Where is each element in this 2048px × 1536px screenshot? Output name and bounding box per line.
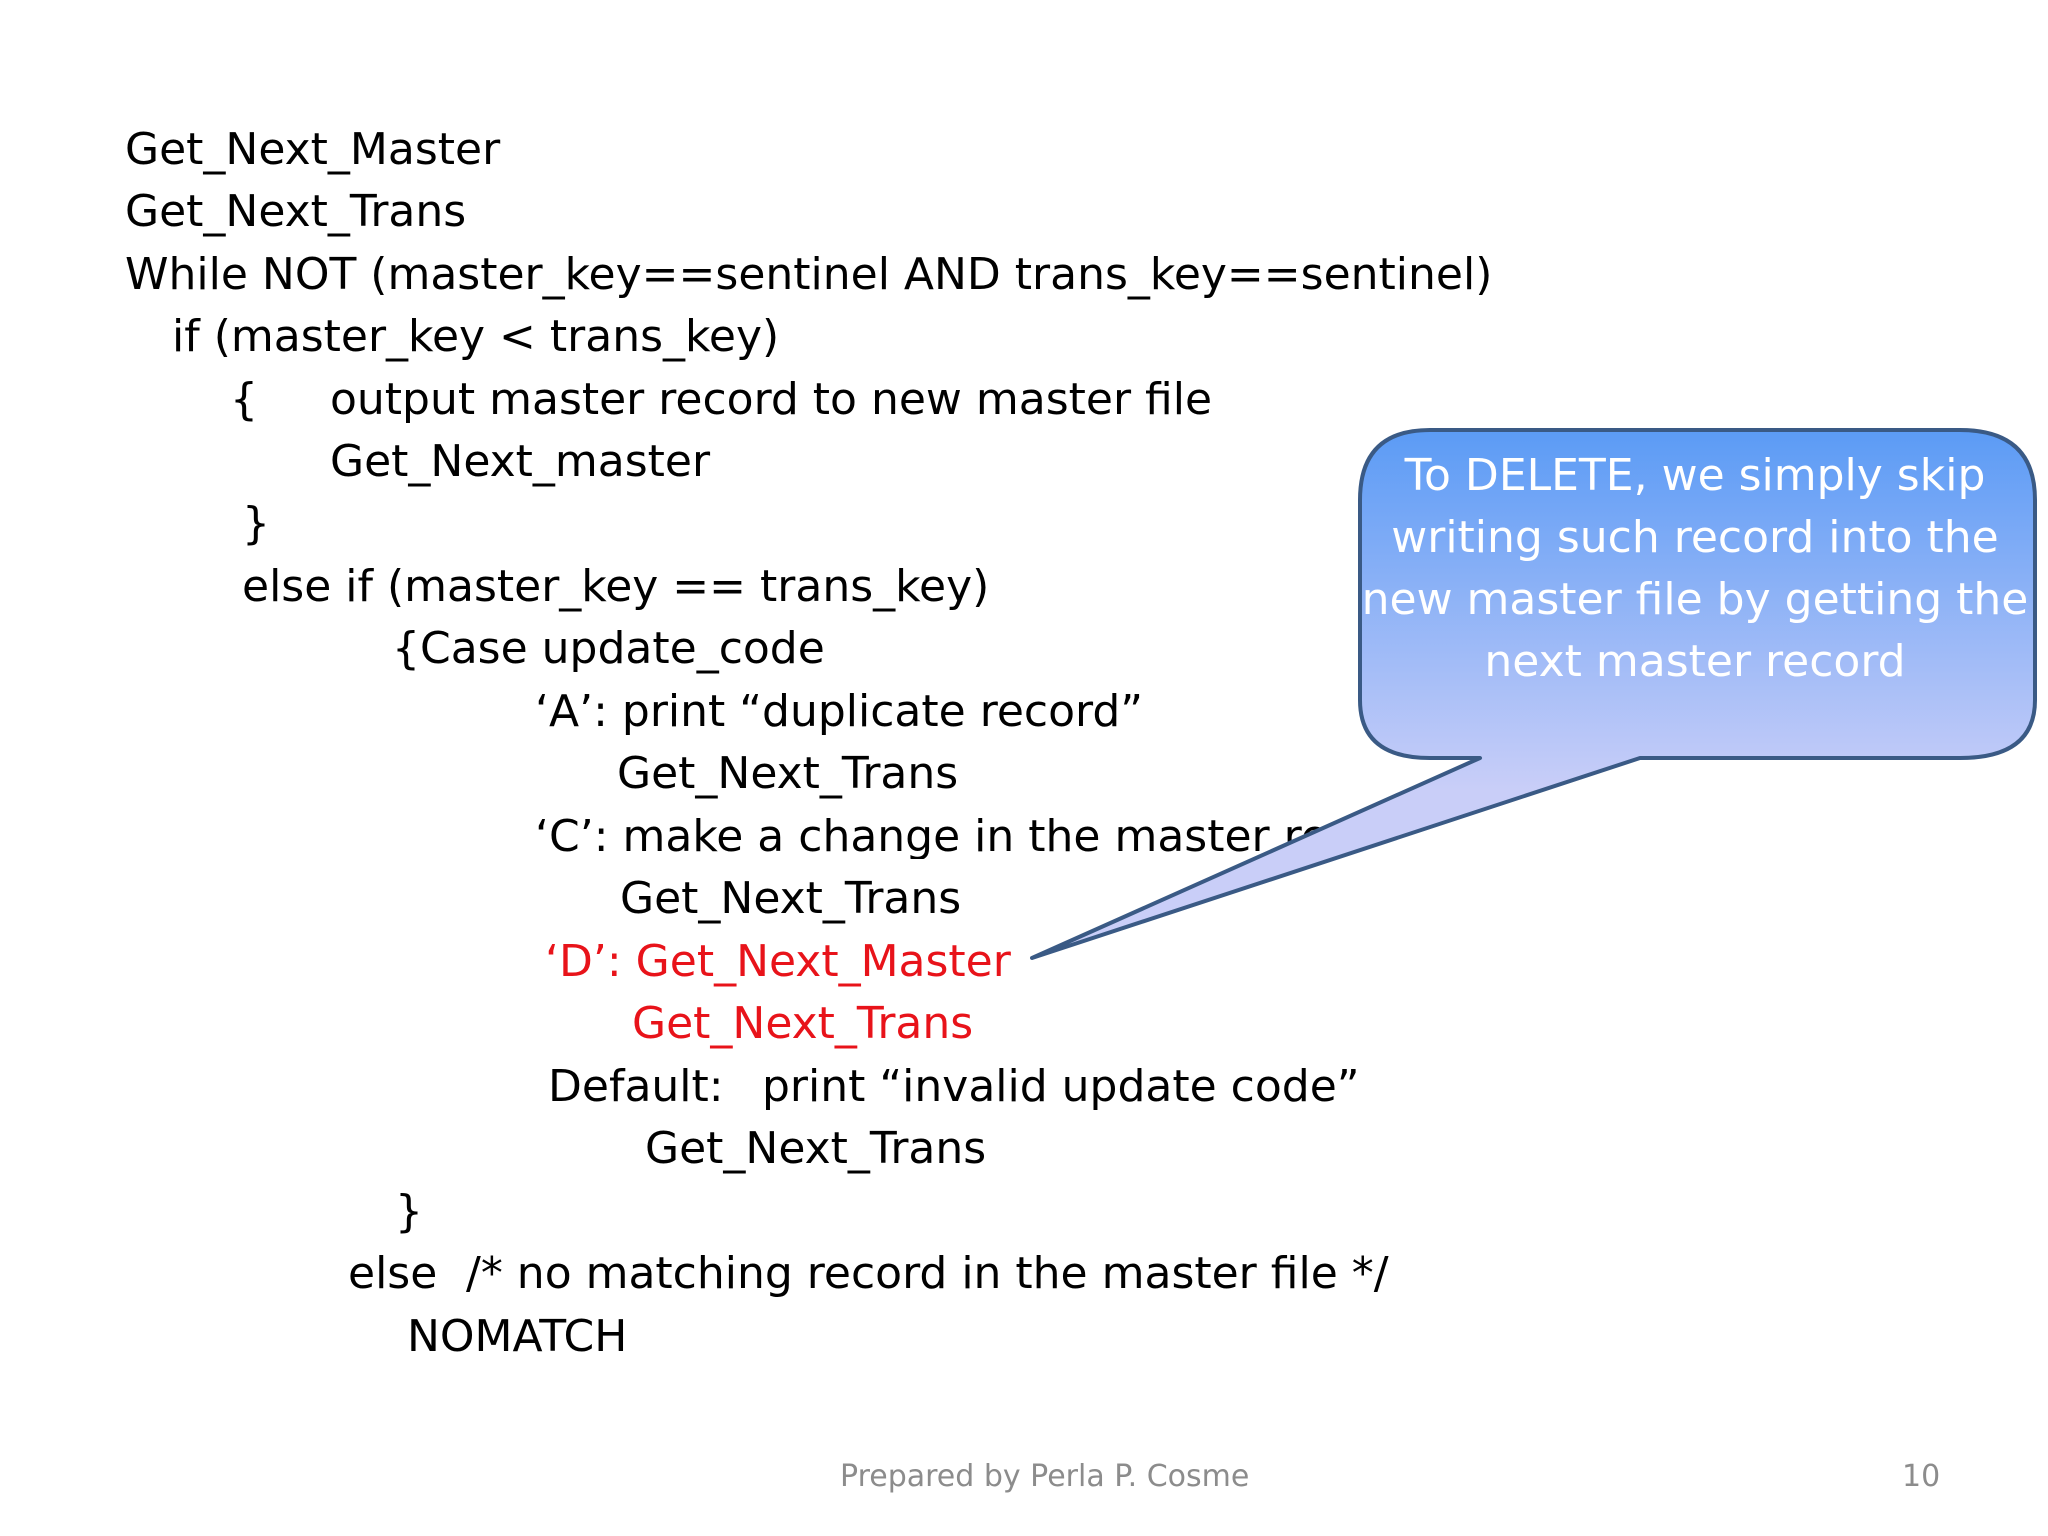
code-line-default-label: Default:	[548, 1061, 724, 1112]
code-line-case-a: ‘A’: print “duplicate record”	[535, 686, 1144, 737]
callout-text: To DELETE, we simply skip writing such r…	[1361, 450, 2029, 687]
code-line-get-next-trans: Get_Next_Trans	[125, 186, 467, 237]
code-line-default-print: print “invalid update code”	[762, 1061, 1360, 1112]
code-line-get-next-master: Get_Next_Master	[125, 124, 501, 175]
code-line-case-d-get-next-trans: Get_Next_Trans	[632, 998, 974, 1049]
code-line-else-comment: /* no matching record in the master file…	[466, 1248, 1389, 1299]
code-line-case-c: ‘C’: make a change in the master record	[535, 815, 1325, 859]
code-line-case-d: ‘D’: Get_Next_Master	[545, 936, 1011, 987]
code-line-case-c-get-next-trans: Get_Next_Trans	[620, 873, 962, 924]
code-line-close-brace: }	[242, 498, 270, 549]
code-line-if-less: if (master_key < trans_key)	[172, 311, 780, 362]
code-line-output-master: output master record to new master file	[330, 374, 1213, 425]
code-line-nomatch: NOMATCH	[407, 1311, 628, 1362]
code-line-while-loop: While NOT (master_key==sentinel AND tran…	[125, 249, 1493, 300]
code-line-default-get-next-trans: Get_Next_Trans	[645, 1123, 987, 1174]
code-line-case-close-brace: }	[395, 1186, 423, 1237]
code-line-open-brace: {	[230, 374, 258, 425]
code-line-else: else	[348, 1248, 438, 1299]
code-line-else-if-equal: else if (master_key == trans_key)	[242, 561, 990, 612]
page-number: 10	[1902, 1459, 1941, 1494]
code-line-case-a-get-next-trans: Get_Next_Trans	[617, 748, 959, 799]
code-line-get-next-master-lower: Get_Next_master	[330, 436, 711, 487]
code-line-case-update-code: {Case update_code	[392, 623, 825, 674]
footer-credit: Prepared by Perla P. Cosme	[840, 1459, 1250, 1494]
